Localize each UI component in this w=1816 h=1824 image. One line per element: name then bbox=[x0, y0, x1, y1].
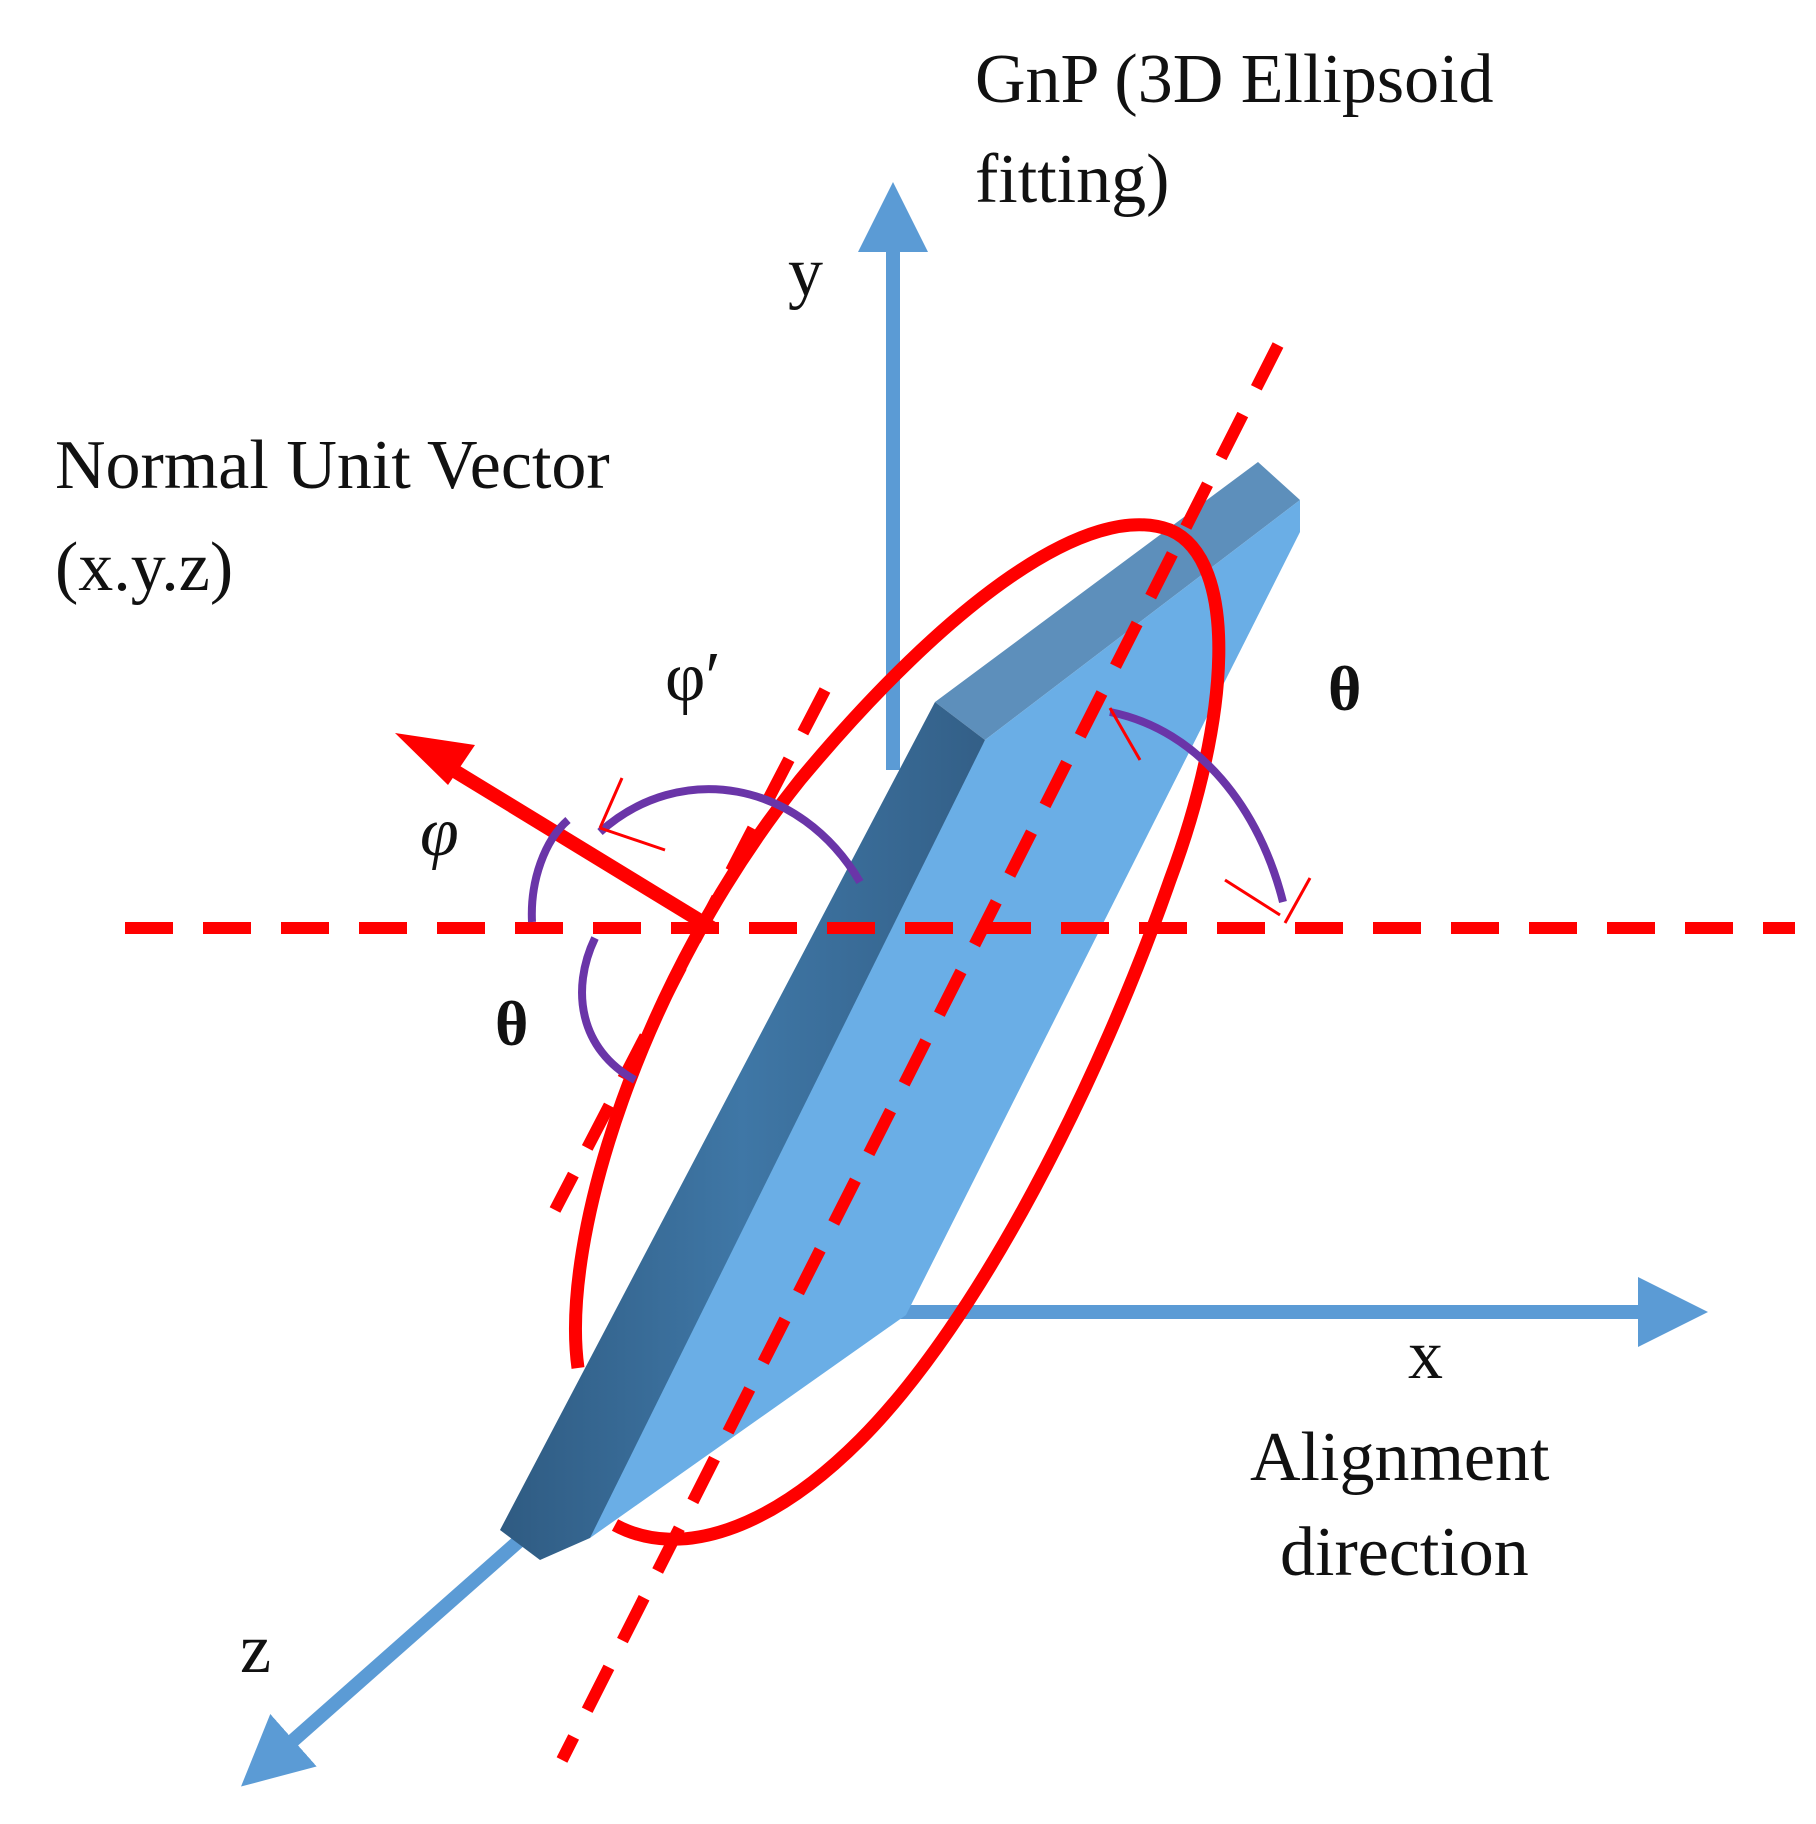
platelet-front-face bbox=[540, 500, 1300, 1538]
alignment-direction-line2: direction bbox=[1280, 1514, 1529, 1591]
normal-vector-label-line2: (x.y.z) bbox=[55, 529, 233, 606]
reference-lines bbox=[125, 342, 1795, 1763]
theta-left-arc bbox=[578, 936, 637, 1084]
fitted-ellipsoid bbox=[569, 518, 1226, 1546]
phi-prime-arrowhead-icon bbox=[598, 777, 666, 852]
gnp-label-line1: GnP (3D Ellipsoid bbox=[975, 41, 1494, 118]
z-axis-arrow bbox=[241, 1534, 525, 1787]
platelet-top-face bbox=[935, 462, 1300, 740]
gnp-platelet bbox=[500, 462, 1300, 1560]
gnp-label-line2: fitting) bbox=[975, 141, 1169, 218]
normal-vector-arrowhead bbox=[395, 733, 475, 785]
ellipse-arrowhead-icon bbox=[1283, 877, 1312, 924]
platelet-plane-dashed-line bbox=[549, 687, 831, 1213]
theta-right-arrowhead-icon bbox=[1108, 707, 1281, 917]
phi-prime-label: φ′ bbox=[665, 639, 721, 716]
alignment-direction-line1: Alignment bbox=[1250, 1419, 1550, 1496]
theta-right-arc bbox=[1109, 708, 1287, 903]
phi-prime-arc bbox=[597, 785, 864, 885]
angle-arcs bbox=[527, 708, 1287, 1084]
normal-vector-line bbox=[436, 756, 716, 934]
ellipsoid-major-axis-dashed-line bbox=[556, 342, 1284, 1763]
diagram-labels: GnP (3D Ellipsoid fitting) Normal Unit V… bbox=[55, 41, 1550, 1688]
arc-arrowheads bbox=[598, 707, 1312, 924]
phi-label: φ bbox=[420, 794, 459, 871]
ellipsoid-outline bbox=[569, 518, 1226, 1546]
normal-unit-vector bbox=[395, 733, 716, 934]
theta-right-label: θ bbox=[1328, 653, 1361, 724]
platelet-edge bbox=[500, 702, 985, 1560]
x-axis-label: x bbox=[1408, 1317, 1443, 1394]
theta-left-label: θ bbox=[495, 988, 528, 1059]
normal-vector-label-line1: Normal Unit Vector bbox=[55, 427, 610, 504]
phi-arc bbox=[527, 816, 571, 923]
z-axis-label: z bbox=[240, 1611, 271, 1688]
y-axis-label: y bbox=[788, 234, 823, 311]
